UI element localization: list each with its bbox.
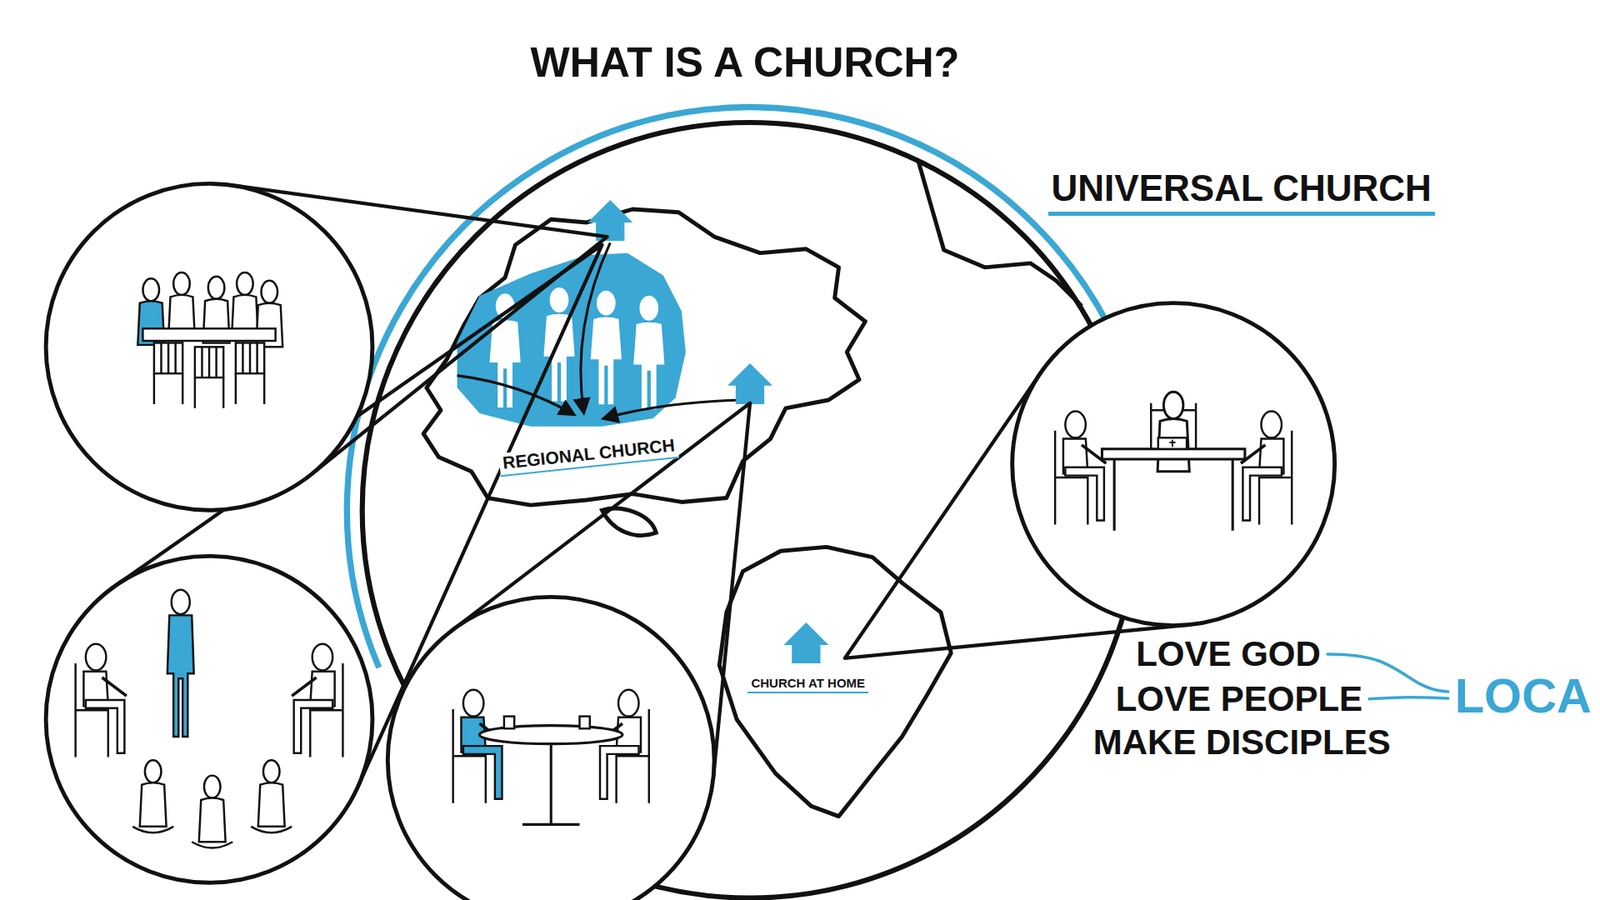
purpose-line: MAKE DISCIPLES: [1090, 722, 1395, 763]
standing-figure: [590, 290, 623, 405]
map-label: CHURCH AT HOME: [747, 675, 869, 694]
table: [480, 725, 623, 745]
figure-head: [171, 590, 190, 615]
chair-back: [195, 346, 224, 408]
label-slot: CHURCH AT HOME: [747, 675, 869, 694]
bible: [1158, 437, 1187, 449]
gather-arrow: [604, 400, 744, 419]
side-figure: [453, 690, 505, 804]
gather-arrow: [580, 242, 610, 412]
label-slot: REGIONAL CHURCH: [498, 435, 680, 477]
callout-circle: [45, 555, 373, 883]
label-slot: LOVE GOD: [1132, 634, 1325, 675]
continent-outline: [719, 546, 951, 816]
mug: [580, 716, 590, 730]
diagram-title: WHAT IS A CHURCH?: [527, 39, 964, 88]
table-legs: [1114, 459, 1233, 531]
label-slot: LOCA: [1451, 668, 1595, 725]
leader-line: [1369, 697, 1449, 700]
title-slot: WHAT IS A CHURCH?: [527, 39, 964, 88]
callout-circle: [45, 183, 373, 510]
floor-figure: [191, 775, 233, 849]
table: [1101, 449, 1245, 460]
mug: [504, 716, 515, 730]
side-figure: [598, 690, 650, 804]
bible-cross: [1169, 440, 1175, 448]
purpose-line: LOVE PEOPLE: [1112, 679, 1366, 720]
side-figure: [291, 644, 343, 758]
continent-outline: [423, 209, 865, 505]
standing-figure: [542, 286, 575, 402]
callout-circle: [387, 596, 715, 900]
floor-figure: [250, 760, 292, 833]
chair-back: [235, 342, 265, 404]
table: [142, 328, 275, 341]
standing-figure: [167, 615, 195, 737]
purpose-line: LOVE GOD: [1132, 634, 1325, 675]
standing-figure: [632, 295, 665, 410]
side-figure: [1055, 410, 1106, 525]
chair-back: [154, 342, 183, 404]
label-slot: MAKE DISCIPLES: [1090, 722, 1395, 763]
level-heading: UNIVERSAL CHURCH: [1048, 167, 1435, 216]
map-label: REGIONAL CHURCH: [498, 435, 680, 477]
label-slot: UNIVERSAL CHURCH: [1048, 167, 1435, 216]
callout-circle: [1012, 303, 1335, 626]
gather-arrow: [457, 375, 575, 415]
side-figure: [1240, 410, 1292, 525]
floor-figure: [132, 760, 174, 833]
table-stem: [522, 744, 580, 825]
house-icon: [727, 363, 773, 405]
level-word: LOCA: [1451, 668, 1595, 725]
region-blob: [457, 253, 686, 427]
side-figure: [75, 644, 127, 758]
house-icon: [783, 622, 829, 664]
continent-outline: [601, 508, 656, 535]
label-slot: LOVE PEOPLE: [1112, 679, 1366, 720]
